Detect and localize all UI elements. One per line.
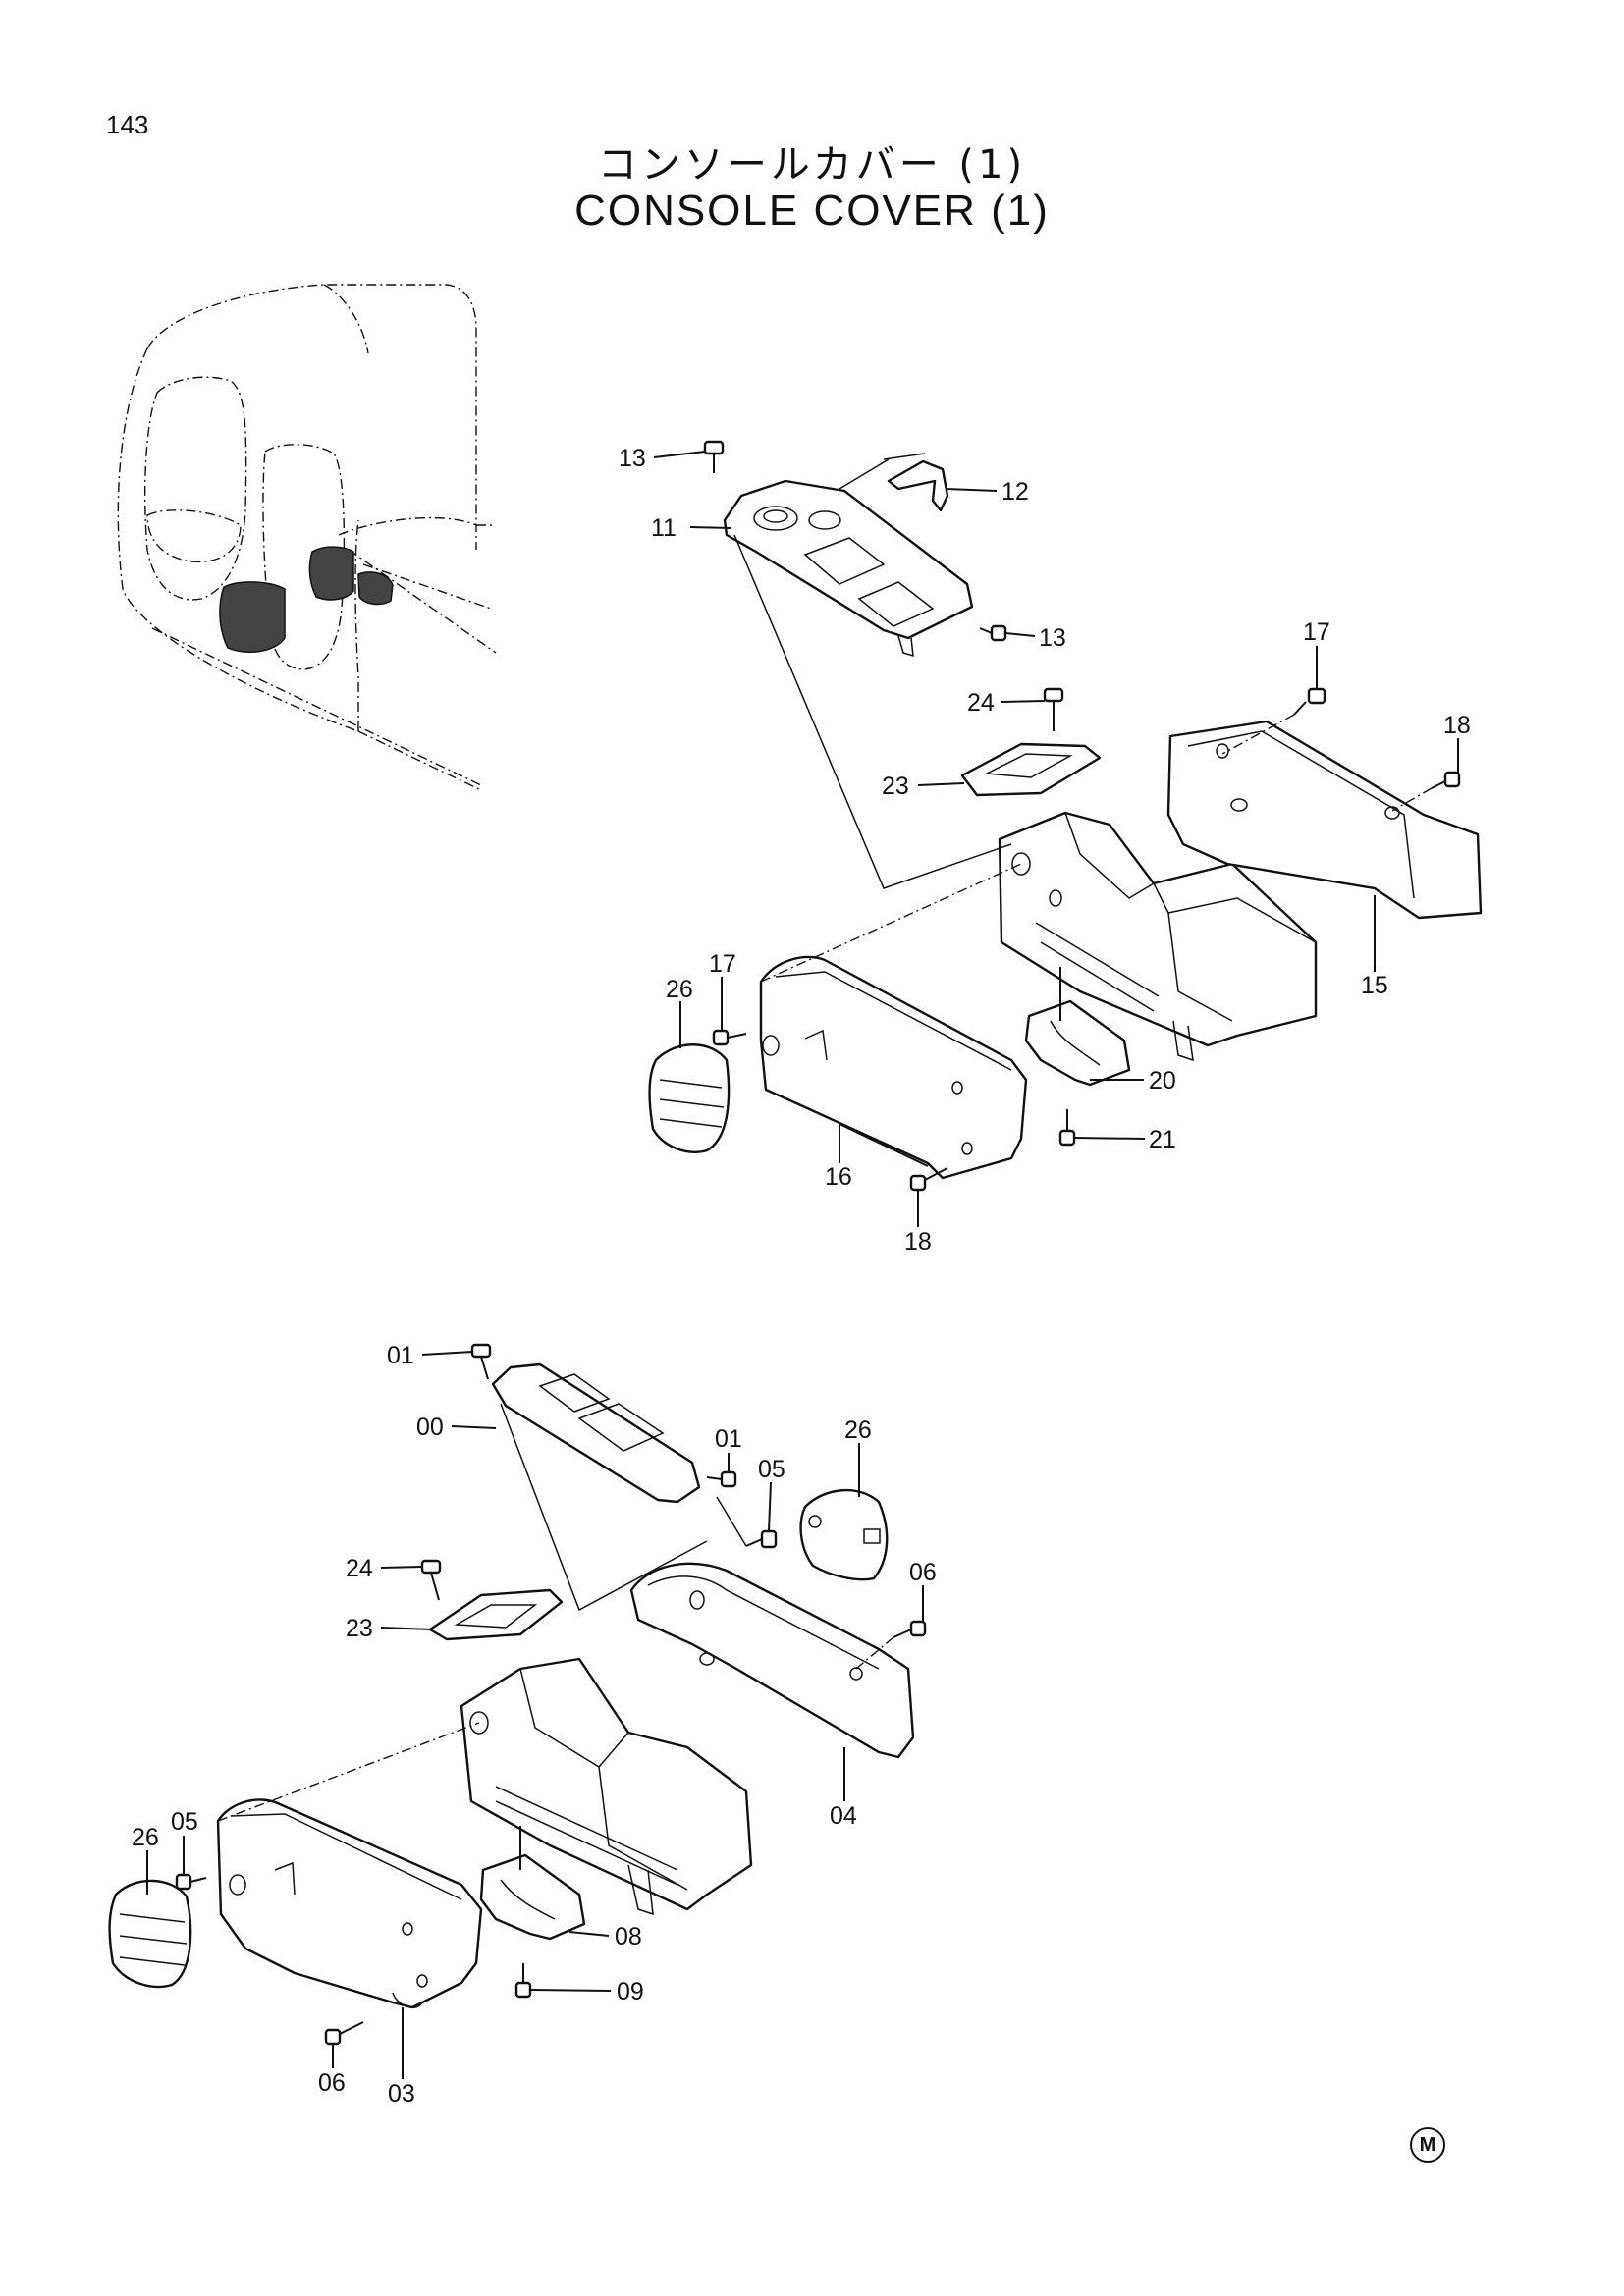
callout-09: 09 (617, 1978, 644, 2005)
screw-21 (1058, 1109, 1076, 1147)
callout-18: 18 (904, 1228, 932, 1255)
callout-23: 23 (882, 773, 909, 800)
part-03-side-cover-left (216, 1798, 483, 2009)
part-26-cap-lower-left (108, 1879, 192, 1989)
callout-17: 17 (1303, 618, 1330, 646)
screw-17-upper (1293, 687, 1326, 716)
screw-06-upper (893, 1620, 927, 1638)
screw-13-upper (703, 440, 725, 473)
screw-01-lower (706, 1470, 737, 1488)
callout-03: 03 (388, 2080, 415, 2108)
page-number: 143 (106, 110, 149, 139)
screw-18-lower (909, 1167, 948, 1192)
screw-09 (514, 1963, 532, 1999)
corner-mark-circle: M (1410, 2127, 1445, 2163)
callout-26: 26 (132, 1824, 159, 1851)
callout-16: 16 (825, 1163, 852, 1191)
callout-04: 04 (830, 1802, 857, 1830)
callout-24: 24 (346, 1555, 373, 1582)
callout-20: 20 (1149, 1067, 1176, 1095)
screw-18-upper (1431, 771, 1461, 789)
title-japanese: コンソールカバー (1) (597, 142, 1027, 187)
part-26-cap-upper (648, 1043, 731, 1153)
part-00-console-top (491, 1362, 701, 1504)
part-20-bracket (1024, 999, 1131, 1087)
callout-26: 26 (844, 1416, 872, 1444)
callout-18: 18 (1443, 712, 1471, 739)
callout-05: 05 (171, 1808, 198, 1836)
upper-assembly (648, 440, 1483, 1192)
callout-24: 24 (967, 689, 995, 717)
screw-24 (1043, 687, 1064, 731)
part-26-cap-lower-right (799, 1489, 889, 1581)
part-15-side-cover-right (1166, 720, 1483, 920)
callout-13: 13 (619, 445, 646, 472)
part-23-seal-lower (428, 1588, 564, 1641)
screw-01-upper (470, 1343, 492, 1380)
screw-17-lower (712, 1029, 747, 1046)
callout-01: 01 (715, 1425, 742, 1453)
callout-15: 15 (1361, 972, 1388, 999)
callout-05: 05 (758, 1456, 785, 1483)
part-08-bracket (479, 1853, 586, 1941)
console-main-frame-upper (998, 811, 1318, 1062)
title-english: CONSOLE COVER (1) (574, 187, 1050, 235)
leader-lines (146, 451, 1459, 2079)
callout-labels: 13 12 11 13 17 18 24 23 15 26 17 20 21 1… (132, 445, 1471, 2108)
part-04-side-cover-right (629, 1562, 915, 1759)
callout-08: 08 (615, 1923, 642, 1950)
part-16-side-cover-left (759, 955, 1028, 1180)
callout-21: 21 (1149, 1126, 1176, 1153)
screw-05-upper (745, 1529, 778, 1549)
cab-reference-view (117, 284, 497, 791)
console-main-frame-lower (460, 1657, 753, 1916)
part-11-console-top (723, 479, 974, 658)
callout-11: 11 (651, 514, 677, 542)
part-23-seal (960, 742, 1102, 797)
screw-13-lower (979, 624, 1007, 642)
screw-06-lower (324, 2021, 364, 2046)
callout-17: 17 (709, 950, 736, 978)
callout-23: 23 (346, 1615, 373, 1642)
part-12-bracket (887, 459, 949, 512)
callout-06: 06 (318, 2069, 346, 2097)
lower-assembly (108, 1343, 927, 2046)
callout-06: 06 (909, 1559, 937, 1586)
screw-05-lower (175, 1873, 207, 1891)
callout-01: 01 (387, 1342, 414, 1369)
callout-00: 00 (416, 1414, 444, 1441)
callout-13: 13 (1039, 624, 1066, 652)
screw-24-lower (420, 1559, 442, 1601)
callout-12: 12 (1001, 478, 1029, 506)
callout-26: 26 (666, 976, 693, 1003)
